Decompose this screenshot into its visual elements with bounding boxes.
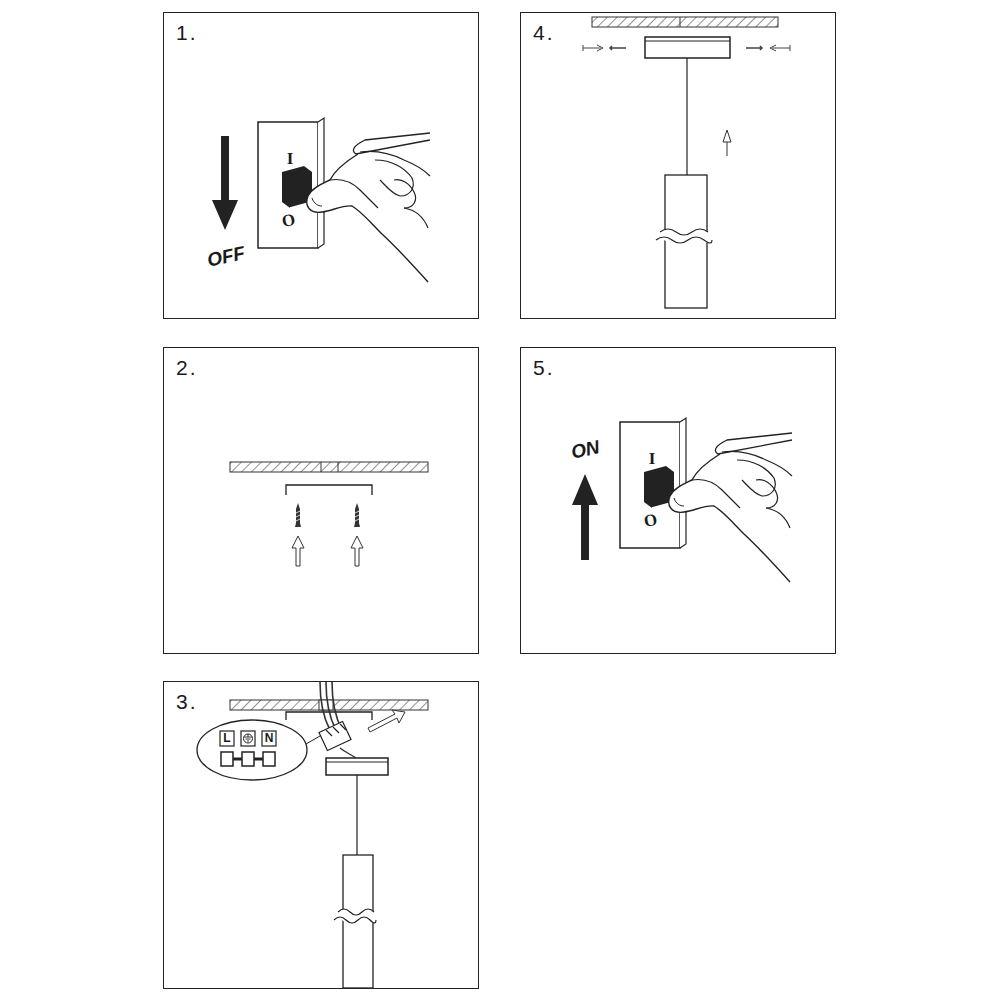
switch-hand <box>620 418 792 582</box>
switch-mark: I <box>287 150 294 167</box>
step-panel: 4. <box>520 12 836 319</box>
step-panel: 3. <box>163 681 479 989</box>
step-number: 4. <box>533 21 555 45</box>
step-panel: 2. <box>163 347 479 654</box>
terminal-label: L <box>223 732 230 744</box>
terminal-label: N <box>265 732 274 744</box>
step-number: 2. <box>176 356 198 380</box>
step-number: 5. <box>533 356 555 380</box>
direction-label: OFF <box>205 243 246 269</box>
step-panel: 5. <box>520 347 836 654</box>
step-number: 1. <box>176 21 198 45</box>
switch-mark: I <box>649 450 656 467</box>
step-number: 3. <box>176 690 198 714</box>
on-arrow <box>572 474 598 560</box>
off-arrow <box>212 136 238 230</box>
step-panel: 1. <box>163 12 479 319</box>
direction-label: ON <box>569 437 601 462</box>
switch-hand <box>258 118 430 282</box>
